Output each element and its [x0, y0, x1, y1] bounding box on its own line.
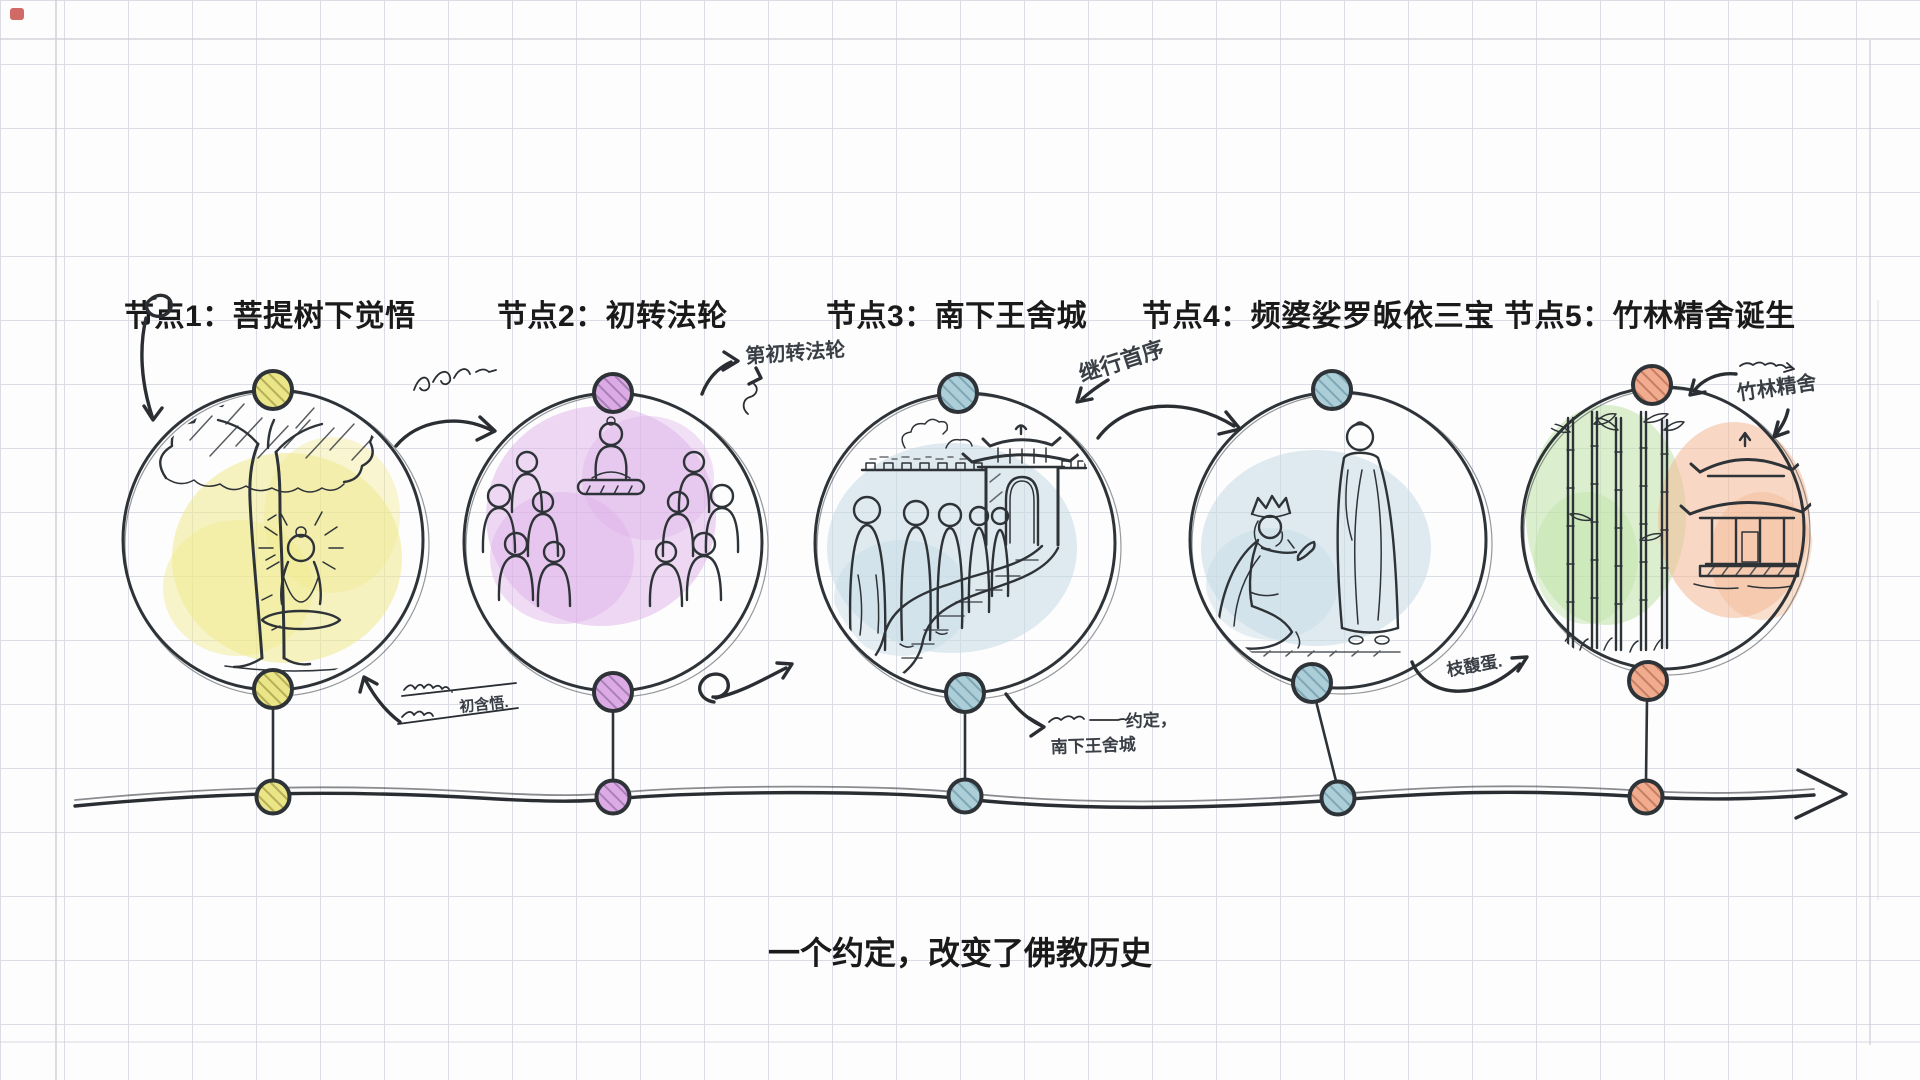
cloud — [945, 438, 973, 449]
annotation-node4-to-5-text: 枝馥蛋. — [1445, 651, 1503, 680]
node-1-bottom-dot — [252, 668, 294, 710]
meditating-buddha — [258, 511, 344, 631]
bamboo-stalks — [1545, 410, 1685, 653]
standing-buddha — [1336, 421, 1400, 645]
node-4-top-dot — [1311, 369, 1353, 411]
annotation-node5-text: 竹林精舍 — [1734, 370, 1819, 405]
first-sermon-illustration — [481, 406, 740, 626]
node-4-bottom-dot — [1291, 662, 1333, 704]
node-4-timeline-dot — [1319, 779, 1357, 817]
gate-tower — [961, 424, 1082, 547]
node-2-circle — [462, 372, 769, 816]
caption: 一个约定，改变了佛教历史 — [768, 935, 1153, 971]
annotation-node3-bottom-text-2: 南下王舍城 — [1050, 734, 1136, 757]
annotation-node2: 第初转法轮 — [700, 337, 846, 415]
node-2-top-dot — [592, 372, 634, 414]
node-3-top-dot — [937, 372, 979, 414]
bamboo-monastery-illustration — [1526, 405, 1813, 653]
node-3-bottom-dot — [944, 672, 986, 714]
annotation-node2-text: 第初转法轮 — [745, 337, 846, 368]
temple-pavilion — [1679, 431, 1813, 590]
node-4-circle — [1188, 369, 1493, 817]
node-1-timeline-dot — [254, 778, 292, 816]
node-1-top-dot — [252, 369, 294, 411]
node-5-top-dot — [1631, 364, 1673, 406]
audience-figures — [481, 450, 740, 608]
node-title-4: 节点4：频婆娑罗皈依三宝 — [1142, 300, 1495, 333]
corner-marker — [10, 8, 24, 20]
annotation-node3-bottom: 约定， 南下王舍城 — [1004, 692, 1177, 757]
node-title-5: 节点5：竹林精舍诞生 — [1504, 300, 1796, 333]
radiance-rays — [258, 511, 344, 570]
arrow-node3-to-node4: 继行首序 — [1075, 336, 1242, 440]
node-3-circle — [813, 372, 1122, 815]
king-homage-illustration — [1201, 421, 1431, 658]
annotation-node3-top-text: 继行首序 — [1076, 336, 1167, 387]
walking-monks — [847, 495, 1010, 659]
timeline-arrowhead — [1794, 768, 1848, 820]
teaching-buddha — [576, 416, 646, 496]
node-5-circle — [1520, 364, 1813, 816]
canopy-hatch — [189, 403, 377, 461]
node-title-3: 节点3：南下王舍城 — [826, 300, 1088, 333]
city-gate-illustration — [827, 418, 1088, 678]
annotation-node1-bottom: 初含悟. — [358, 675, 519, 725]
arrow-node2-to-node3 — [698, 661, 794, 704]
bodhi-tree-illustration — [159, 396, 402, 672]
doodle-arrow-node1-topleft — [140, 293, 173, 422]
node-title-2: 节点2：初转法轮 — [497, 300, 728, 333]
node-1-circle — [121, 369, 430, 816]
annotation-node1-bottom-text: 初含悟. — [459, 693, 510, 716]
annotation-node3-bottom-text-1: 约定， — [1125, 709, 1177, 731]
cloud — [901, 418, 949, 449]
arrow-node1-to-node2 — [394, 368, 497, 448]
node-5-timeline-dot — [1627, 778, 1665, 816]
node-2-timeline-dot — [594, 778, 632, 816]
node-3-timeline-dot — [946, 777, 984, 815]
node-5-bottom-dot — [1627, 660, 1669, 702]
node-2-bottom-dot — [592, 671, 634, 713]
